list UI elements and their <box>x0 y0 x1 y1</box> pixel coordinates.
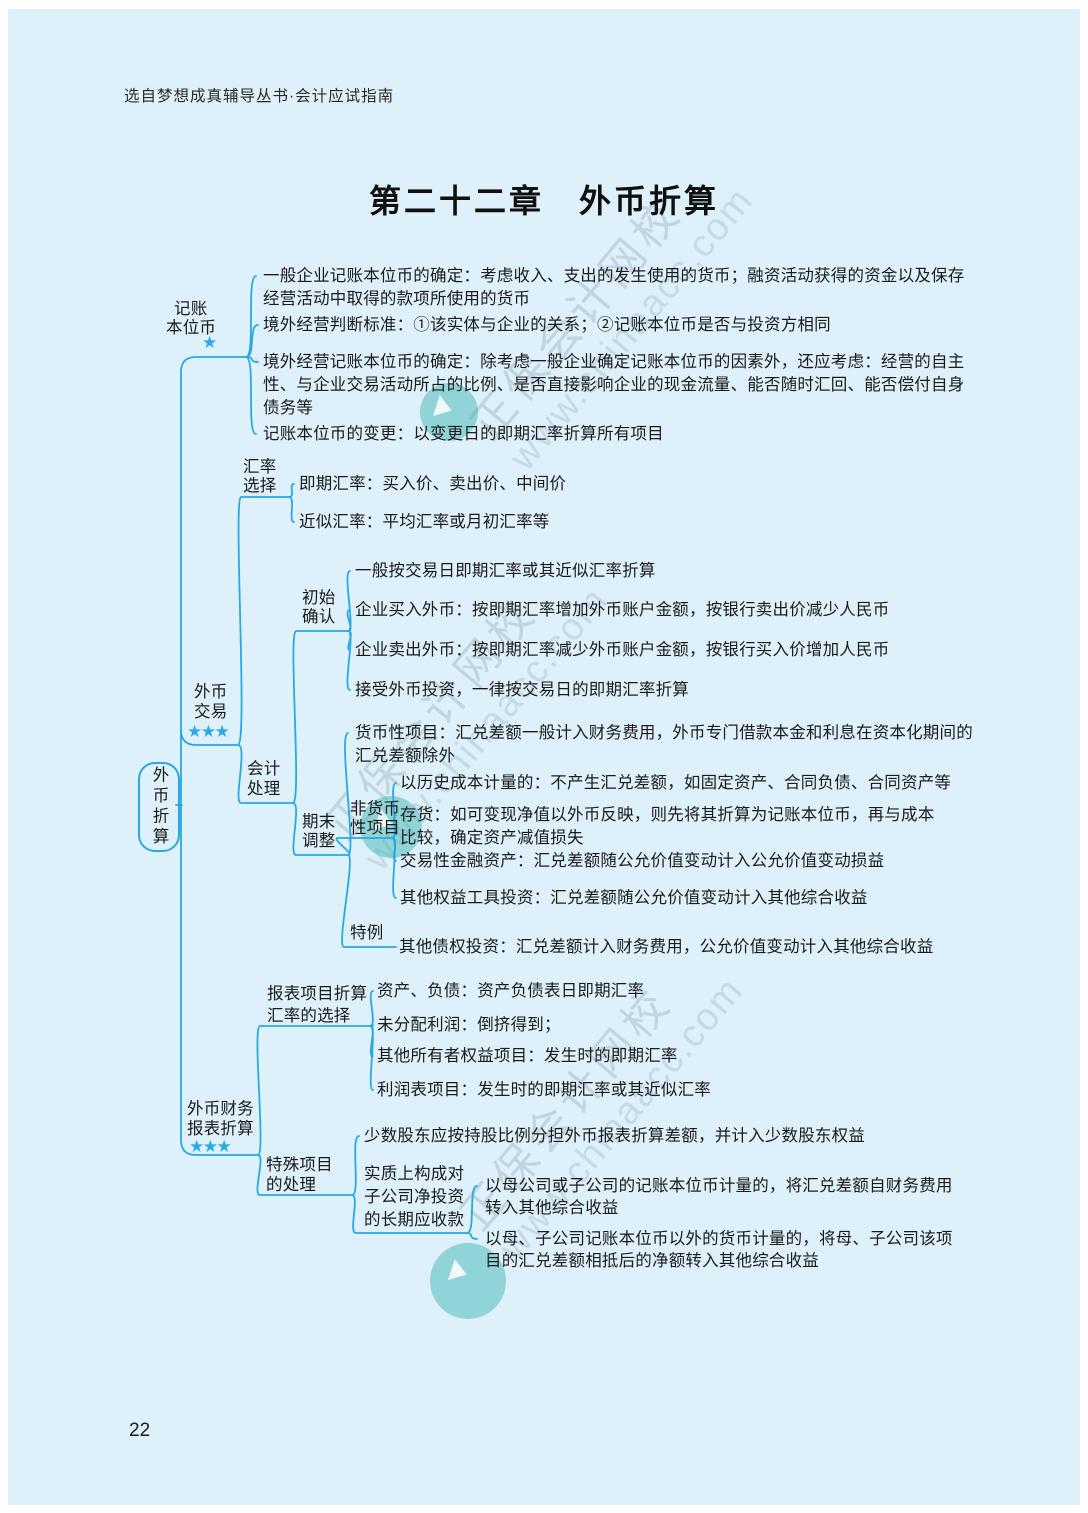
accounting-label-line: 会计 <box>247 760 281 778</box>
running-header: 选自梦想成真辅导丛书·会计应试指南 <box>124 88 395 105</box>
net-investment-label-line: 子公司净投资 <box>364 1188 465 1206</box>
period-end-label-line: 期末 <box>302 813 336 831</box>
node-text-line: 一般按交易日即期汇率或其近似汇率折算 <box>355 562 656 580</box>
rate-choice-label-line: 汇率 <box>243 458 277 476</box>
node-text-line: 利润表项目：发生时的即期汇率或其近似汇率 <box>377 1081 711 1099</box>
node-text-line: 其他权益工具投资：汇兑差额随公允价值变动计入其他综合收益 <box>400 889 868 907</box>
node-text-line: 转入其他综合收益 <box>485 1199 619 1217</box>
importance-stars-icon: ★★★ <box>187 722 230 741</box>
branch3-label-line: 外币财务 <box>187 1100 254 1118</box>
rate-choice-label-line: 选择 <box>243 477 277 495</box>
node-text-line: 目的汇兑差额相抵后的净额转入其他综合收益 <box>485 1252 819 1270</box>
page-number: 22 <box>129 1420 151 1441</box>
nonmonetary-label-line: 非货币 <box>350 800 401 818</box>
node-text-line: 接受外币投资，一律按交易日的即期汇率折算 <box>355 681 689 699</box>
node-text-line: 记账本位币的变更：以变更日的即期汇率折算所有项目 <box>263 425 664 443</box>
node-text-line: 其他所有者权益项目：发生时的即期汇率 <box>377 1047 678 1065</box>
statement-rate-label-line: 报表项目折算 <box>267 985 368 1003</box>
accounting-label-line: 处理 <box>247 780 281 798</box>
special-case-label-line: 特例 <box>350 924 384 942</box>
node-text-line: 性、与企业交易活动所占的比例、是否直接影响企业的现金流量、能否随时汇回、能否偿付… <box>263 376 965 394</box>
node-text-line: 企业买入外币：按即期汇率增加外币账户金额，按银行卖出价减少人民币 <box>355 601 890 619</box>
period-end-label-line: 调整 <box>302 832 336 850</box>
node-text-line: 货币性项目：汇兑差额一般计入财务费用，外币专门借款本金和利息在资本化期间的 <box>355 724 973 742</box>
node-text-line: 即期汇率：买入价、卖出价、中间价 <box>299 475 567 493</box>
node-text-line: 以母、子公司记账本位币以外的货币计量的，将母、子公司该项 <box>485 1230 953 1248</box>
node-text-line: 存货：如可变现净值以外币反映，则先将其折算为记账本位币，再与成本 <box>400 806 935 824</box>
page-background <box>8 9 1080 1505</box>
node-text-line: 一般企业记账本位币的确定：考虑收入、支出的发生使用的货币；融资活动获得的资金以及… <box>263 267 965 285</box>
importance-stars-icon: ★★★ <box>189 1137 232 1156</box>
initial-recognition-label-line: 初始 <box>302 589 336 607</box>
node-text-line: 未分配利润：倒挤得到； <box>377 1016 561 1034</box>
node-text-line: 以历史成本计量的：不产生汇兑差额，如固定资产、合同负债、合同资产等 <box>400 774 952 792</box>
node-text-line: 以母公司或子公司的记账本位币计量的，将汇兑差额自财务费用 <box>485 1177 953 1195</box>
node-text-line: 资产、负债：资产负债表日即期汇率 <box>377 982 645 1000</box>
node-text-line: 交易性金融资产：汇兑差额随公允价值变动计入公允价值变动损益 <box>400 852 885 870</box>
mindmap-root-node: 外币折算 <box>138 762 180 852</box>
root-label: 外币折算 <box>150 766 168 848</box>
chapter-title: 第二十二章 外币折算 <box>368 183 719 219</box>
node-text-line: 境外经营记账本位币的确定：除考虑一般企业确定记账本位币的因素外，还应考虑：经营的… <box>263 353 965 371</box>
branch2-label-line: 外币 <box>194 683 228 701</box>
node-text-line: 债务等 <box>263 399 314 417</box>
node-text-line: 其他债权投资：汇兑差额计入财务费用，公允价值变动计入其他综合收益 <box>399 938 934 956</box>
special-items-label-line: 的处理 <box>266 1176 317 1194</box>
node-text-line: 比较，确定资产减值损失 <box>400 829 584 847</box>
nonmonetary-label-line: 性项目 <box>350 819 401 837</box>
branch1-label-line: 本位币 <box>166 319 217 337</box>
net-investment-label-line: 的长期应收款 <box>364 1211 465 1229</box>
node-text-line: 近似汇率：平均汇率或月初汇率等 <box>299 513 550 531</box>
importance-star-icon: ★ <box>202 333 217 352</box>
node-text-line: 境外经营判断标准：①该实体与企业的关系；②记账本位币是否与投资方相同 <box>263 316 831 334</box>
branch2-label-line: 交易 <box>194 703 228 721</box>
node-text-line: 企业卖出外币：按即期汇率减少外币账户金额，按银行买入价增加人民币 <box>355 641 890 659</box>
node-text-line: 汇兑差额除外 <box>355 747 456 765</box>
net-investment-label-line: 实质上构成对 <box>364 1165 465 1183</box>
node-text-line: 经营活动中取得的款项所使用的货币 <box>263 290 531 308</box>
node-text-line: 少数股东应按持股比例分担外币报表折算差额，并计入少数股东权益 <box>364 1127 865 1145</box>
initial-recognition-label-line: 确认 <box>302 608 336 626</box>
special-items-label-line: 特殊项目 <box>266 1156 333 1174</box>
branch1-label-line: 记账 <box>174 300 208 318</box>
statement-rate-label-line: 汇率的选择 <box>267 1007 351 1025</box>
